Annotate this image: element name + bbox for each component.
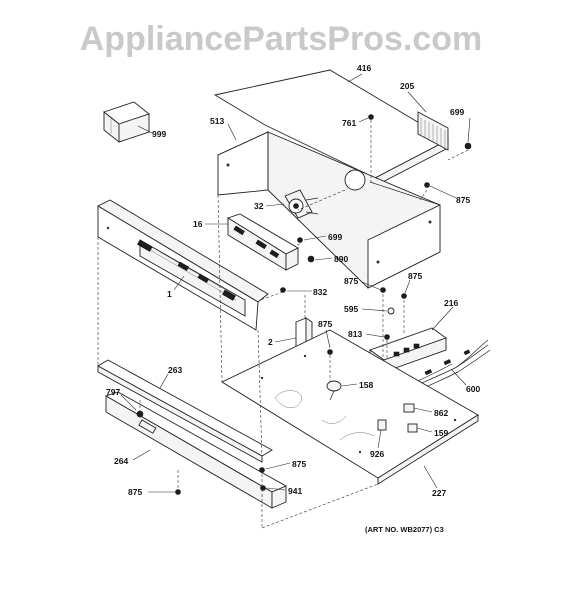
callout-761: 761: [342, 118, 356, 128]
part-16-control-board: [226, 213, 299, 271]
callout-labels: 416 205 699 761 999 513 875 32 16 699 89…: [106, 63, 480, 498]
part-227-base-plate: [221, 329, 479, 485]
callout-999: 999: [152, 129, 166, 139]
callout-205: 205: [400, 81, 414, 91]
callout-699-mid: 699: [328, 232, 342, 242]
part-158-component: [326, 380, 342, 401]
callout-263: 263: [168, 365, 182, 375]
callout-875-f: 875: [128, 487, 142, 497]
part-205-vent: [417, 111, 449, 151]
callout-875-b: 875: [344, 276, 358, 286]
part-263-trim: [97, 359, 273, 463]
part-264-trim: [104, 391, 288, 509]
callout-32: 32: [254, 201, 264, 211]
callout-1: 1: [167, 289, 172, 299]
callout-797: 797: [106, 387, 120, 397]
callout-16: 16: [193, 219, 203, 229]
callout-813: 813: [348, 329, 362, 339]
callout-875-c: 875: [408, 271, 422, 281]
part-926-component: [377, 419, 387, 431]
part-159-component: [407, 423, 418, 433]
callout-416: 416: [357, 63, 371, 73]
art-number: (ART NO. WB2077) C3: [365, 525, 444, 534]
part-416-top-cover: [213, 69, 449, 187]
leader-lines: [120, 73, 471, 493]
callout-926: 926: [370, 449, 384, 459]
part-862-component: [403, 403, 415, 413]
part-999-box: [103, 101, 150, 143]
callout-159: 159: [434, 428, 448, 438]
callout-2: 2: [268, 337, 273, 347]
assembly-lines: [97, 120, 469, 529]
callout-595: 595: [344, 304, 358, 314]
part-513-chassis: [217, 131, 441, 289]
callout-699-top: 699: [450, 107, 464, 117]
callout-227: 227: [432, 488, 446, 498]
callout-890: 890: [334, 254, 348, 264]
callout-513: 513: [210, 116, 224, 126]
part-32-fan-motor: [284, 189, 319, 219]
callout-832: 832: [313, 287, 327, 297]
callout-216: 216: [444, 298, 458, 308]
callout-941: 941: [288, 486, 302, 496]
callout-862: 862: [434, 408, 448, 418]
callout-158: 158: [359, 380, 373, 390]
callout-875-d: 875: [318, 319, 332, 329]
callout-875-a: 875: [456, 195, 470, 205]
part-1-control-panel: [97, 199, 269, 331]
callout-264: 264: [114, 456, 128, 466]
callout-875-e: 875: [292, 459, 306, 469]
callout-600: 600: [466, 384, 480, 394]
watermark: AppliancePartsPros.com: [80, 20, 482, 58]
